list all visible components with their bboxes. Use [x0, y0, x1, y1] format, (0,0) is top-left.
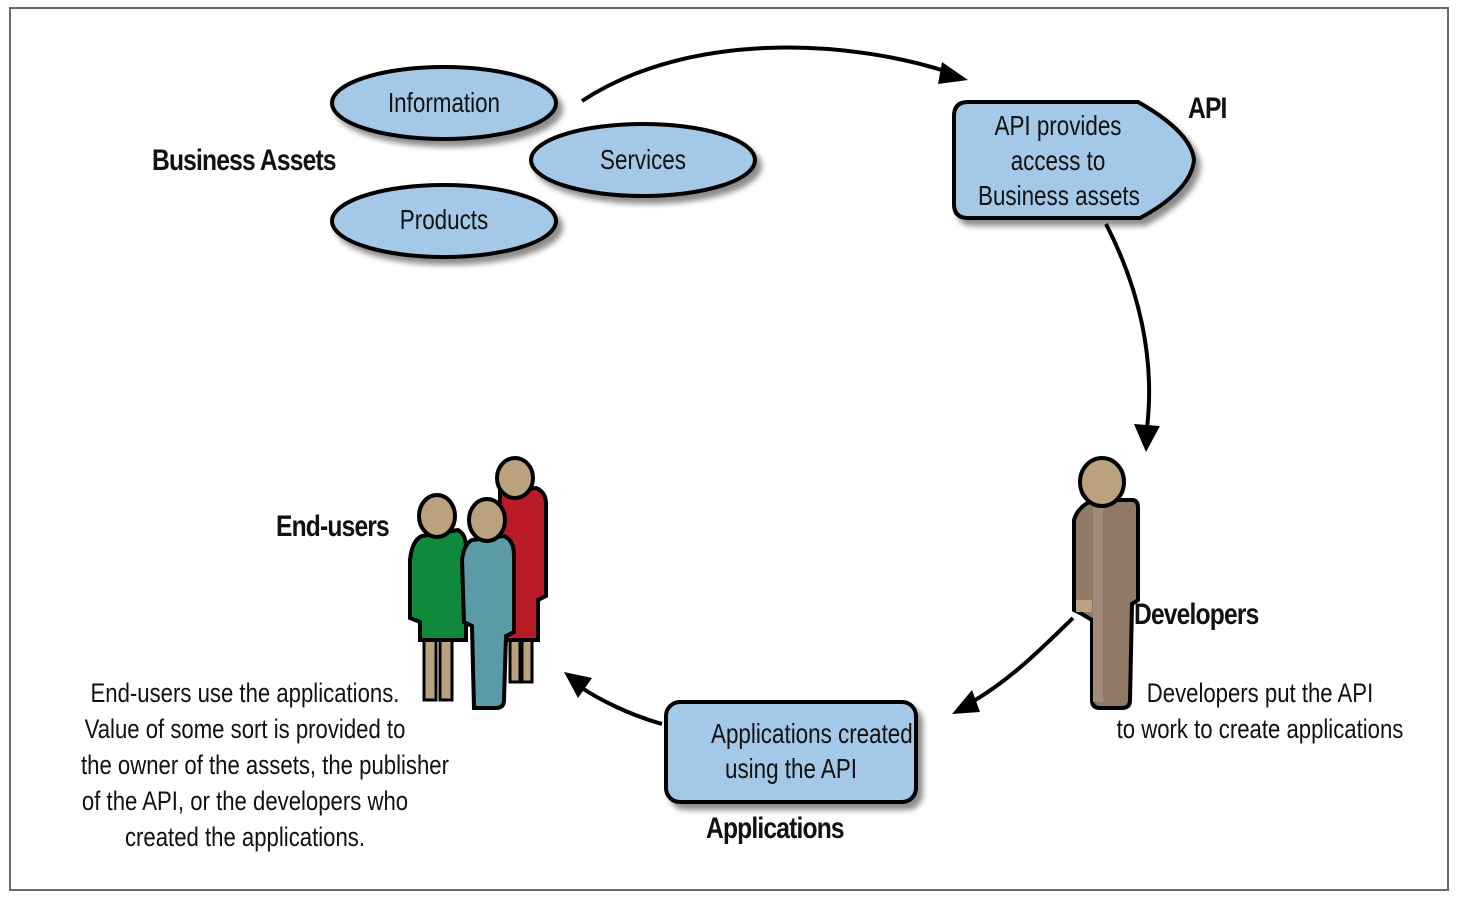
- applications-node-line-2: using the API: [724, 753, 857, 784]
- arrowhead-applications: [952, 690, 980, 714]
- arrowhead-api: [938, 62, 968, 84]
- asset-services-label: Services: [600, 144, 686, 175]
- end-users-description-line-4: of the API, or the developers who: [81, 786, 409, 816]
- arrow-developers-to-applications: [970, 616, 1075, 704]
- end-users-description-line-5: created the applications.: [124, 822, 366, 852]
- arrow-assets-to-api: [580, 45, 949, 103]
- applications-label: Applications: [706, 812, 845, 845]
- arrowhead-developers: [1134, 424, 1160, 452]
- arrow-applications-to-endusers: [580, 686, 663, 726]
- asset-services-ellipse: [529, 122, 757, 198]
- api-node-line-1: API provides: [994, 110, 1122, 141]
- developers-description-line-1: Developers put the API: [1146, 678, 1374, 708]
- end-users-description-line-3: the owner of the assets, the publisher: [81, 750, 450, 780]
- applications-node-shape: [664, 700, 918, 804]
- asset-information-label: Information: [387, 87, 501, 118]
- developer-figure-icon: [1072, 456, 1140, 710]
- asset-products-label: Products: [399, 204, 489, 235]
- end-user-green-icon: [408, 493, 468, 702]
- asset-information-ellipse: [330, 65, 558, 141]
- asset-products-ellipse: [330, 183, 558, 259]
- api-node-line-2: access to: [1010, 145, 1106, 176]
- developers-label: Developers: [1134, 598, 1259, 631]
- applications-node-line-1: Applications created: [711, 718, 913, 749]
- end-users-description-line-1: End-users use the applications.: [90, 678, 400, 708]
- api-label: API: [1188, 92, 1227, 125]
- end-users-label: End-users: [276, 510, 390, 543]
- api-node-shape: [952, 100, 1197, 220]
- arrowhead-endusers: [564, 672, 592, 698]
- end-user-teal-icon: [459, 497, 516, 710]
- arrow-api-to-developers: [1104, 223, 1152, 429]
- developers-description-line-2: to work to create applications: [1116, 714, 1404, 744]
- api-node-line-3: Business assets: [978, 180, 1140, 211]
- end-users-description-line-2: Value of some sort is provided to: [84, 714, 406, 744]
- business-assets-label: Business Assets: [152, 144, 337, 177]
